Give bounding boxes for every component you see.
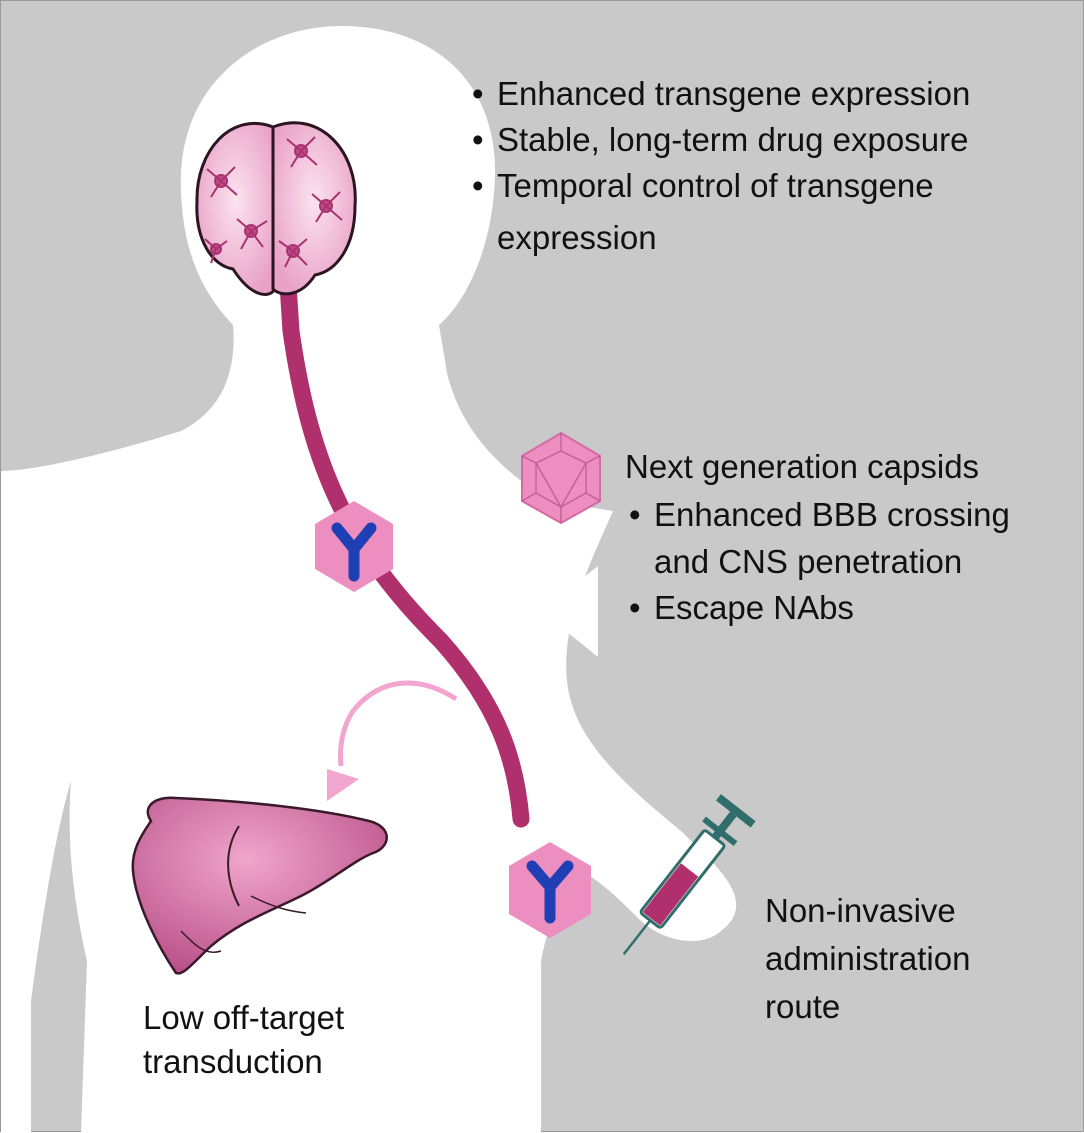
pathway-arrow-shaft <box>278 260 530 828</box>
offtarget-arrow-shaft <box>338 680 458 767</box>
triangle-pointer-icon <box>541 566 598 657</box>
brain-icon <box>195 121 357 296</box>
capsid-with-antibody-icon <box>315 501 393 592</box>
injection-caption-line3: route <box>765 988 841 1025</box>
capsid-feature-item: Enhanced BBB crossing <box>627 492 1010 538</box>
benefit-item: Temporal control of transgene <box>470 163 970 209</box>
capsid-feature-item: Escape NAbs <box>627 585 854 631</box>
capsid-features-list: Enhanced BBB crossing <box>627 492 1010 538</box>
antibody-y-icon <box>526 860 574 924</box>
triangle-pointer-icon <box>379 85 435 167</box>
benefit-item: Stable, long-term drug exposure <box>470 117 970 163</box>
syringe-icon <box>622 794 756 956</box>
capsids-heading: Next generation capsids <box>625 448 980 485</box>
capsid-feature-continuation: and CNS penetration <box>654 543 963 580</box>
liver-caption-line1: Low off-target <box>143 999 345 1036</box>
capsid-features-list: Escape NAbs <box>627 585 854 631</box>
injection-caption-line1: Non-invasive <box>765 892 956 929</box>
liver-icon <box>131 796 388 975</box>
injection-caption-line2: administration <box>765 940 971 977</box>
benefit-item: Enhanced transgene expression <box>470 71 970 117</box>
capsid-with-antibody-icon <box>509 842 591 938</box>
brain-benefits-list: Enhanced transgene expression Stable, lo… <box>470 71 970 209</box>
liver-caption-line2: transduction <box>143 1043 323 1080</box>
benefit-item-continuation: expression <box>497 219 657 256</box>
neuron-icon <box>204 136 343 268</box>
antibody-y-icon <box>331 522 377 582</box>
offtarget-arrowhead <box>327 769 359 801</box>
capsid-legend-icon <box>521 431 601 525</box>
